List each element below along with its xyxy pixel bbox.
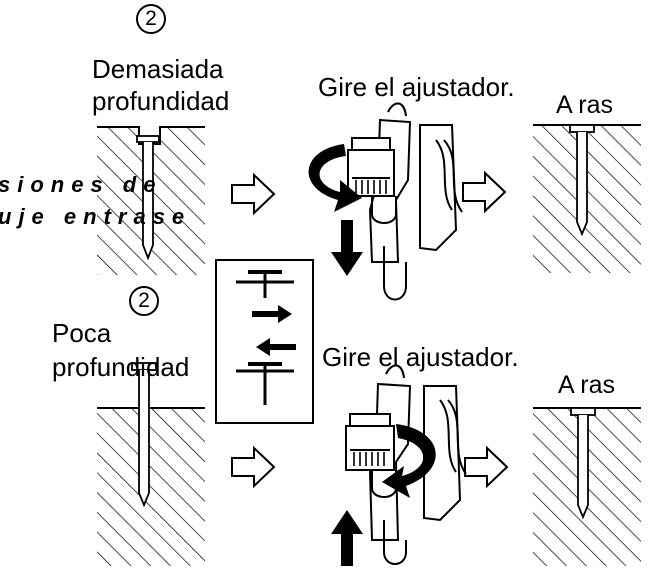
wood-block-flush-bottom bbox=[533, 407, 641, 566]
nail-recessed bbox=[136, 135, 160, 261]
rotate-arrow-icon bbox=[382, 424, 436, 498]
adjustment-direction-box bbox=[215, 259, 314, 424]
wood-block-flush-top bbox=[533, 124, 641, 273]
rotate-arrow-icon bbox=[308, 144, 362, 212]
condition-label-top-line1: Demasiada bbox=[92, 54, 224, 84]
up-arrow-icon bbox=[331, 510, 363, 566]
condition-label-bottom-line1: Poca bbox=[52, 318, 112, 348]
overlay-text-line1: siones de bbox=[0, 172, 163, 197]
result-label-bottom: A ras bbox=[558, 371, 615, 399]
flow-arrow-icon bbox=[231, 174, 275, 214]
step-number-badge-top: 2 bbox=[136, 4, 166, 34]
adjuster-mechanism-top bbox=[347, 102, 463, 301]
overlay-text-line2: uje entrase bbox=[0, 204, 192, 229]
result-label-top: A ras bbox=[556, 91, 613, 119]
action-label-top: Gire el ajustador. bbox=[318, 72, 515, 102]
adjuster-mechanism-bottom bbox=[345, 364, 467, 565]
down-arrow-icon bbox=[331, 220, 363, 276]
step-number-badge-bottom: 2 bbox=[129, 286, 159, 316]
wood-block-too-shallow bbox=[97, 362, 205, 566]
flow-arrow-icon bbox=[231, 447, 275, 487]
condition-label-bottom-line2: profundidad bbox=[52, 352, 190, 382]
action-label-bottom: Gire el ajustador. bbox=[322, 342, 519, 372]
condition-label-top-line2: profundidad bbox=[92, 86, 230, 116]
flow-arrow-icon bbox=[464, 447, 508, 487]
flow-arrow-icon bbox=[462, 172, 506, 212]
